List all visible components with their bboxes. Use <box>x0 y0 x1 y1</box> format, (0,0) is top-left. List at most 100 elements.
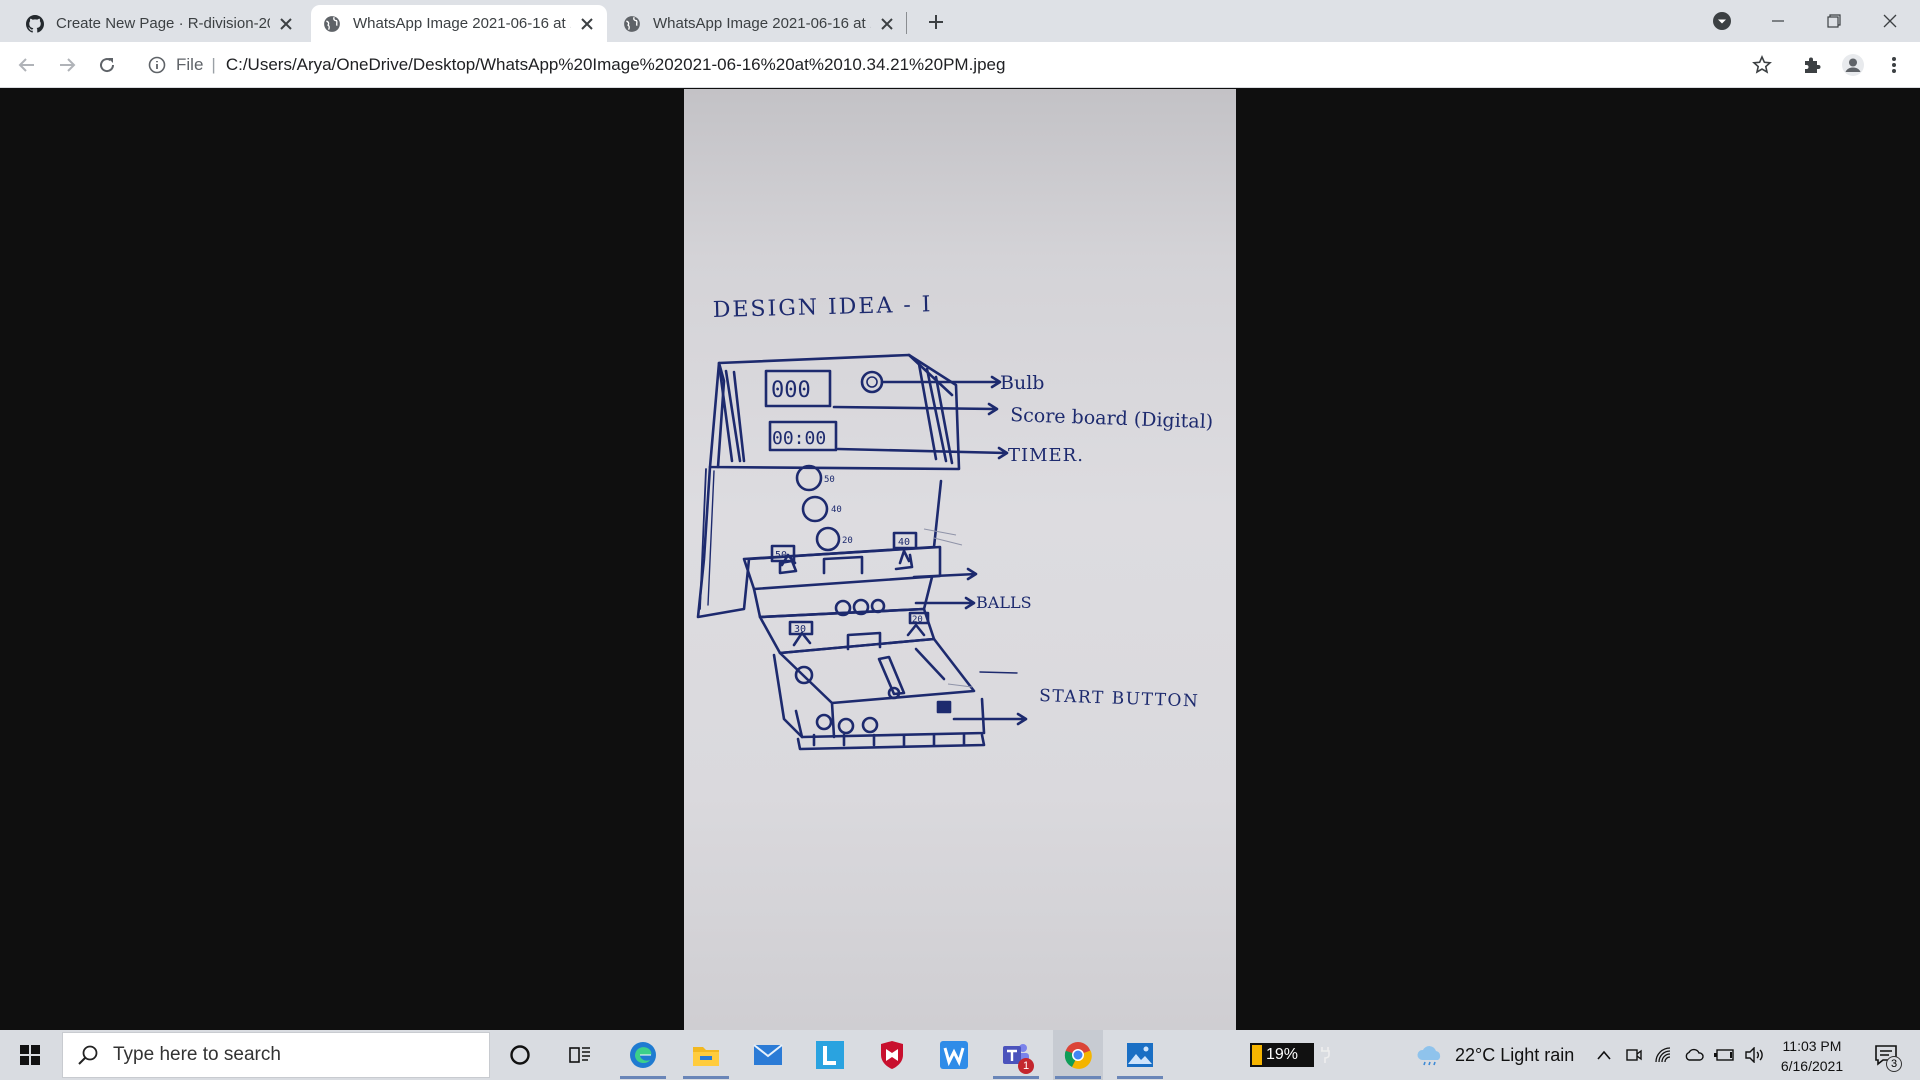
wifi-icon <box>1655 1047 1671 1063</box>
bulb-label: Bulb <box>1000 372 1044 394</box>
tab-github-create-page[interactable]: Create New Page · R-division-2021 <box>14 5 306 42</box>
taskbar-edge[interactable] <box>618 1030 668 1080</box>
action-center-button[interactable] <box>1866 1030 1906 1080</box>
tab-title: Create New Page · R-division-2021 <box>56 15 270 32</box>
search-placeholder: Type here to search <box>113 1044 281 1065</box>
github-icon <box>26 14 44 33</box>
hole-2-points: 40 <box>831 505 842 515</box>
teams-badge: 1 <box>1018 1058 1034 1074</box>
close-icon <box>1883 14 1897 28</box>
globe-icon <box>624 15 640 32</box>
taskbar-mail[interactable] <box>743 1030 793 1080</box>
puzzle-icon <box>1805 57 1821 73</box>
globe-icon <box>324 15 340 32</box>
running-indicator <box>620 1076 666 1079</box>
edge-icon <box>630 1042 656 1068</box>
balls-label: BALLS <box>976 593 1032 612</box>
lower-left-points: 30 <box>794 624 806 635</box>
battery-percent: 19% <box>1266 1046 1299 1063</box>
cortana-circle-icon <box>510 1045 530 1065</box>
chevron-up-icon <box>1597 1050 1611 1060</box>
tab-strip: Create New Page · R-division-2021 WhatsA… <box>0 0 1920 42</box>
show-hidden-icons-button[interactable] <box>1592 1030 1616 1080</box>
omnibox-divider: | <box>211 55 216 74</box>
tab-title: WhatsApp Image 2021-06-16 at 10.34.21 PM… <box>353 15 571 32</box>
running-indicator <box>683 1076 729 1079</box>
running-indicator <box>993 1076 1039 1079</box>
taskbar-search-box[interactable]: Type here to search <box>62 1032 490 1078</box>
taskbar-mcafee[interactable] <box>867 1030 917 1080</box>
search-icon <box>78 1045 98 1065</box>
mcafee-shield-icon <box>881 1041 903 1069</box>
taskbar-teams[interactable]: 1 <box>991 1030 1041 1080</box>
scoreboard-digits: 000 <box>771 378 811 403</box>
system-clock[interactable]: 11:03 PM 6/16/2021 <box>1765 1036 1859 1076</box>
minimize-icon <box>1772 20 1784 22</box>
url-text[interactable]: C:/Users/Arya/OneDrive/Desktop/WhatsApp%… <box>225 55 1006 74</box>
battery-indicator[interactable]: 19% <box>1250 1043 1314 1067</box>
wifi-tray[interactable] <box>1652 1030 1676 1080</box>
profile-button[interactable] <box>1838 50 1868 80</box>
left-pocket-points: 50 <box>775 550 787 561</box>
timer-digits: 00:00 <box>772 428 826 449</box>
hole-1-points: 50 <box>824 475 835 485</box>
mail-icon <box>753 1044 783 1065</box>
battery-icon <box>1714 1049 1734 1061</box>
weather-text: 22°C Light rain <box>1455 1044 1575 1065</box>
taskbar-photos[interactable] <box>1115 1030 1165 1080</box>
plus-icon <box>929 15 943 29</box>
camera-icon <box>1626 1049 1642 1061</box>
close-tab-icon[interactable] <box>579 16 595 32</box>
reload-button[interactable] <box>92 50 122 80</box>
taskbar-l-app[interactable] <box>805 1030 855 1080</box>
info-icon[interactable] <box>148 56 166 74</box>
close-tab-icon[interactable] <box>879 16 895 32</box>
taskbar-chrome[interactable] <box>1053 1030 1103 1080</box>
running-indicator <box>1117 1076 1163 1079</box>
browser-toolbar: File | C:/Users/Arya/OneDrive/Desktop/Wh… <box>0 42 1920 88</box>
back-button[interactable] <box>12 50 42 80</box>
extensions-button[interactable] <box>1797 50 1827 80</box>
bookmark-star-button[interactable] <box>1747 50 1777 80</box>
hole-3-points: 20 <box>842 536 853 546</box>
close-tab-icon[interactable] <box>278 16 294 32</box>
charging-plug <box>1318 1030 1332 1080</box>
folder-icon <box>693 1047 719 1066</box>
arcade-machine-sketch: 000 00:00 50 40 20 50 40 30 20 DESIGN ID… <box>696 292 1214 751</box>
clock-date: 6/16/2021 <box>1780 1058 1844 1074</box>
start-button[interactable] <box>0 1030 60 1080</box>
l-app-icon <box>816 1041 844 1069</box>
w-app-icon <box>940 1041 968 1069</box>
star-icon <box>1752 55 1772 74</box>
browser-menu-button[interactable] <box>1879 50 1909 80</box>
minimize-button[interactable] <box>1750 0 1806 42</box>
forward-button[interactable] <box>52 50 82 80</box>
new-tab-button[interactable] <box>922 8 950 36</box>
lower-right-points: 20 <box>912 615 923 625</box>
scoreboard-label: Score board (Digital) <box>1010 404 1214 433</box>
windows-logo-icon <box>20 1045 40 1065</box>
tab-search-button[interactable] <box>1694 0 1750 42</box>
onedrive-tray[interactable] <box>1682 1030 1706 1080</box>
weather-widget[interactable]: 22°C Light rain <box>1415 1030 1574 1080</box>
meet-now-tray[interactable] <box>1622 1030 1646 1080</box>
task-view-button[interactable] <box>556 1030 604 1080</box>
restore-button[interactable] <box>1806 0 1862 42</box>
tab-whatsapp-image[interactable]: WhatsApp Image 2021-06-16 at 10.34.21 PM… <box>611 5 907 42</box>
windows-taskbar: Type here to search 1 19% <box>0 1030 1920 1080</box>
sketch-photo: 000 00:00 50 40 20 50 40 30 20 DESIGN ID… <box>684 89 1236 1030</box>
speaker-icon <box>1745 1047 1763 1063</box>
start-button-label: START BUTTON <box>1039 686 1200 712</box>
taskbar-file-explorer[interactable] <box>681 1030 731 1080</box>
notification-icon <box>1875 1045 1897 1066</box>
battery-tray[interactable] <box>1712 1030 1736 1080</box>
address-bar[interactable]: File | C:/Users/Arya/OneDrive/Desktop/Wh… <box>140 48 1780 82</box>
taskbar-w-app[interactable] <box>929 1030 979 1080</box>
running-indicator <box>1055 1076 1101 1079</box>
cortana-button[interactable] <box>496 1030 544 1080</box>
reload-icon <box>100 58 115 73</box>
close-window-button[interactable] <box>1862 0 1918 42</box>
cloud-icon <box>1685 1048 1704 1061</box>
tab-whatsapp-image-active[interactable]: WhatsApp Image 2021-06-16 at 10.34.21 PM… <box>311 5 607 42</box>
volume-tray[interactable] <box>1742 1030 1766 1080</box>
